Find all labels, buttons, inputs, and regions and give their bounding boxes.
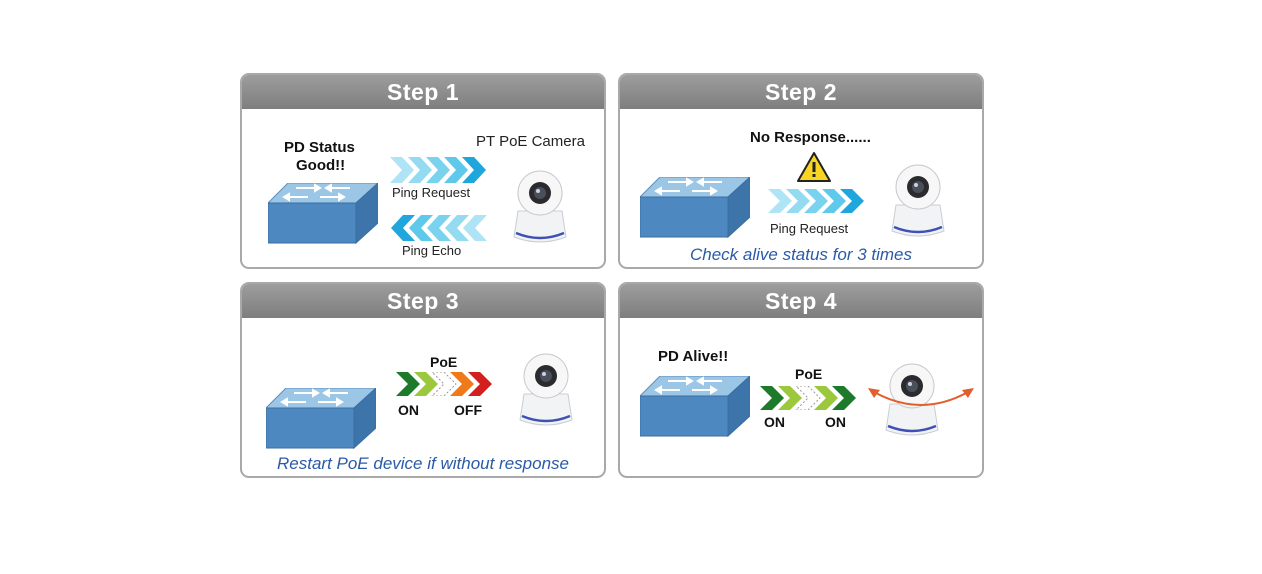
ptz-camera-icon (885, 363, 939, 436)
off-label: OFF (454, 402, 482, 418)
step-2-title: Step 2 (620, 75, 982, 109)
step-4-title: Step 4 (620, 284, 982, 318)
step-4-panel: Step 4 PD Alive!! PoE ON ON (618, 282, 984, 478)
poe-label: PoE (430, 354, 458, 370)
step-3-title: Step 3 (242, 284, 604, 318)
poe-on-arrows (760, 386, 856, 410)
poe-label: PoE (795, 366, 823, 382)
ping-request-label: Ping Request (392, 185, 471, 200)
step-2-caption: Check alive status for 3 times (689, 245, 913, 264)
on-label-left: ON (764, 414, 785, 430)
ping-request-label: Ping Request (770, 221, 849, 236)
ping-echo-arrows (391, 215, 487, 241)
pd-alive-label: PD Alive!! (658, 348, 729, 365)
camera-label: PT PoE Camera (476, 133, 585, 150)
step-1-panel: Step 1 PD Status Good!! Ping Request (240, 73, 606, 269)
ptz-camera-icon (891, 164, 945, 237)
ping-request-arrows (768, 189, 864, 213)
warning-icon (797, 152, 831, 182)
ptz-camera-icon (519, 353, 573, 426)
pd-status-line1: PD Status (284, 139, 355, 156)
ping-request-arrows (390, 157, 486, 183)
no-response-label: No Response...... (750, 129, 871, 146)
network-switch-icon (640, 376, 750, 438)
step-2-panel: Step 2 No Response...... Ping Request (618, 73, 984, 269)
pd-status-line2: Good!! (296, 157, 346, 174)
step-3-caption: Restart PoE device if without response (277, 454, 569, 473)
step-1-title: Step 1 (242, 75, 604, 109)
step-3-panel: Step 3 PoE ON OFF Restart PoE device if … (240, 282, 606, 478)
ptz-camera-icon (513, 170, 567, 243)
on-label-right: ON (825, 414, 846, 430)
network-switch-icon (268, 183, 378, 245)
rotation-arrow-icon (868, 388, 974, 406)
network-switch-icon (266, 388, 376, 450)
on-label: ON (398, 402, 419, 418)
poe-on-off-arrows (396, 372, 492, 396)
network-switch-icon (640, 177, 750, 239)
ping-echo-label: Ping Echo (402, 243, 462, 258)
